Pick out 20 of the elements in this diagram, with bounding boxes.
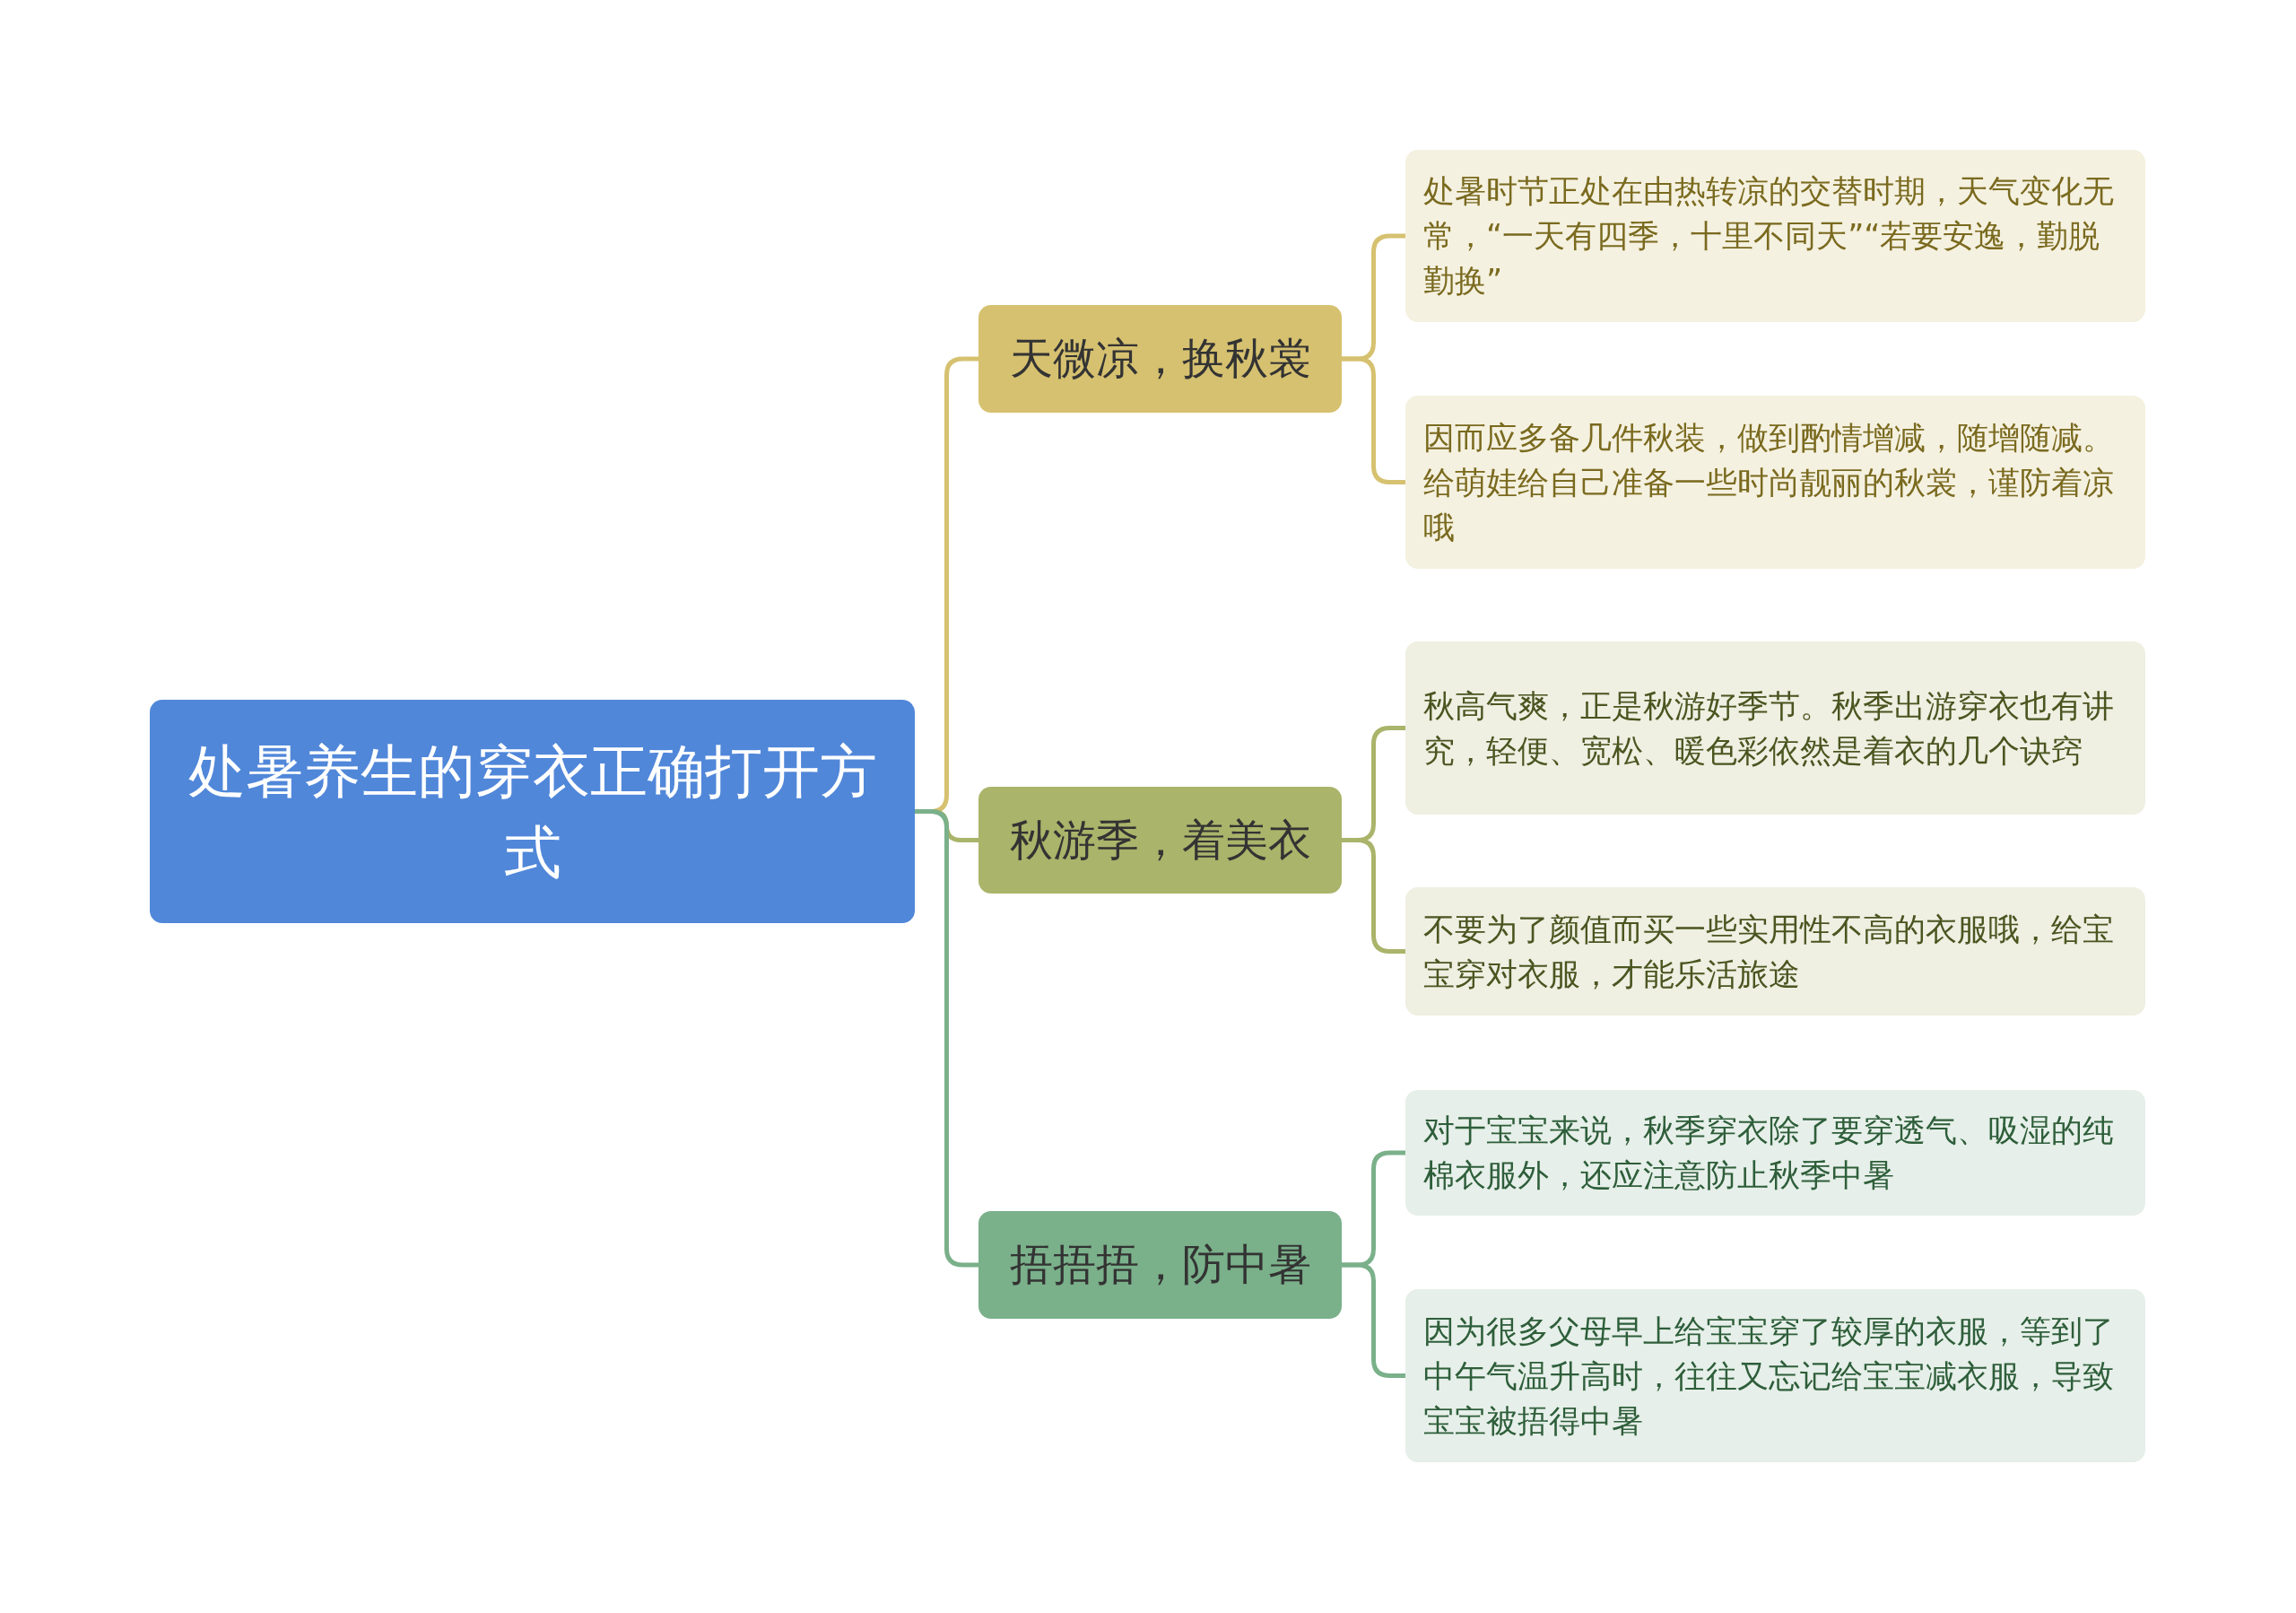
note-text: 不要为了颜值而买一些实用性不高的衣服哦，给宝宝穿对衣服，才能乐活旅途 [1423,910,2115,994]
branch-title: 秋游季，着美衣 [1009,813,1311,867]
branch-box [978,305,1342,413]
branch-title: 捂捂捂，防中暑 [1009,1238,1311,1291]
note-box [1405,396,2145,569]
note-text: 对于宝宝来说，秋季穿衣除了要穿透气、吸湿的纯棉衣服外，还应注意防止秋季中暑 [1423,1112,2115,1195]
note-box [1405,1289,2145,1462]
note-box [1405,887,2145,1016]
note-box [1405,1090,2145,1216]
branch-box [978,1211,1342,1319]
note-box [1405,641,2145,815]
topic-box [150,700,915,923]
note-text: 因为很多父母早上给宝宝穿了较厚的衣服，等到了中午气温升高时，往往又忘记给宝宝减衣服，导致宝宝被捂得中暑 [1423,1312,2115,1441]
note-text: 因而应多备几件秋装，做到酌情增减，随增随减。给萌娃给自己准备一些时尚靓丽的秋裳，谨防着凉哦 [1423,418,2115,547]
branch-box [978,787,1342,894]
note-box [1405,150,2145,322]
note-text: 秋高气爽，正是秋游好季节。秋季出游穿衣也有讲究，轻便、宽松、暖色彩依然是着衣的几个诀窍 [1423,686,2115,771]
branch-title: 天微凉，换秋裳 [1009,332,1311,385]
topic-title: 处暑养生的穿衣正确打开方式 [187,737,878,887]
note-text: 处暑时节正处在由热转凉的交替时期，天气变化无常，“一天有四季，十里不同天”“若要安逸，勤脱勤换” [1423,172,2115,301]
